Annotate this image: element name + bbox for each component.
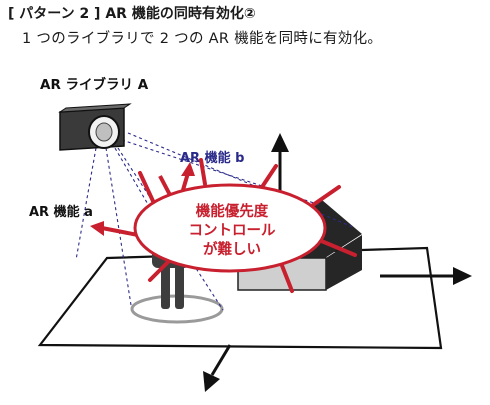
axis-right-arrowhead [453,267,472,285]
warning-bubble-line-3: が難しい [203,240,261,258]
warning-bubble-line-1: 機能優先度 [196,202,269,220]
page-subtitle: 1 つのライブラリで 2 つの AR 機能を同時に有効化。 [22,31,383,47]
conflict-arrow-left [90,221,139,237]
page-title: [ パターン 2 ] AR 機能の同時有効化② [8,6,256,22]
axis-up-arrowhead [271,133,289,152]
camera-icon [58,103,132,151]
axis-down-arrowhead [203,371,220,392]
axis-down-line [210,344,232,376]
feature-a-label: AR 機能 a [29,204,93,220]
warning-bubble [133,183,327,273]
library-label: AR ライブラリ A [40,76,149,93]
feature-b-label: AR 機能 b [180,150,244,166]
conflict-arrow-top-left [158,175,172,196]
conflict-arrow-top-right [181,162,195,191]
warning-bubble-line-2: コントロール [189,223,276,239]
